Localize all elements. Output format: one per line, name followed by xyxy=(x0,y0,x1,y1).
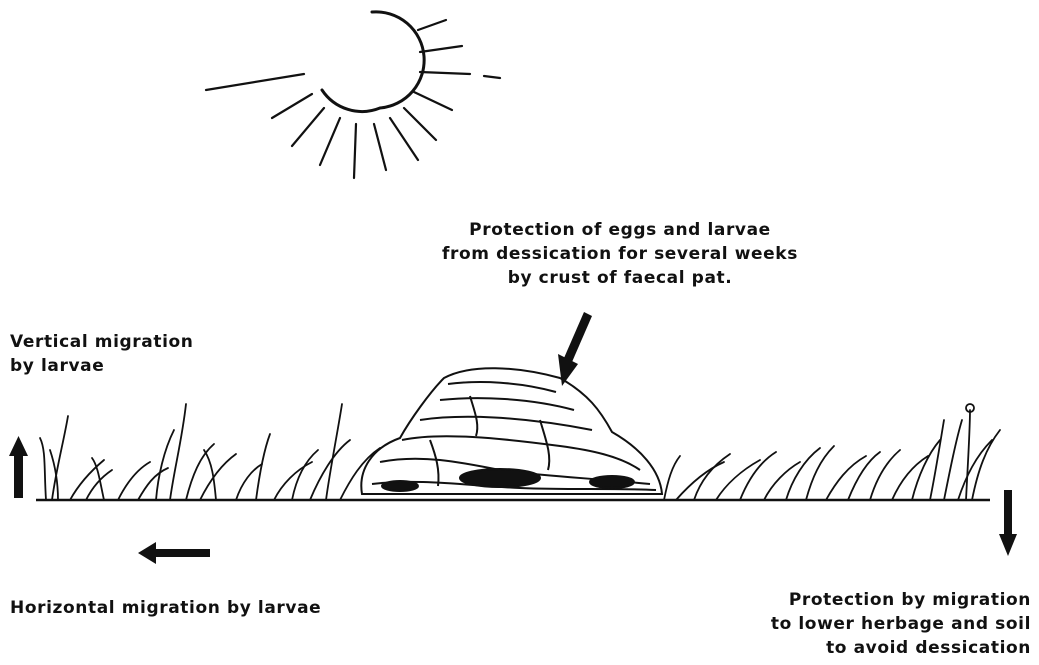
pat-protection-line2: from dessication for several weeks xyxy=(400,242,840,266)
arrow-up-icon xyxy=(9,436,28,498)
vertical-migration-label: Vertical migration by larvae xyxy=(10,330,194,378)
arrow-left-icon xyxy=(138,542,210,564)
vertical-migration-line1: Vertical migration xyxy=(10,330,194,354)
sun-icon xyxy=(206,12,500,178)
pat-protection-label: Protection of eggs and larvae from dessi… xyxy=(400,218,840,290)
faecal-pat-icon xyxy=(361,368,662,494)
soil-protection-label: Protection by migration to lower herbage… xyxy=(771,588,1031,660)
soil-protection-line1: Protection by migration xyxy=(771,588,1031,612)
soil-protection-line3: to avoid dessication xyxy=(771,636,1031,660)
arrow-down-left-icon xyxy=(558,312,592,386)
soil-protection-line2: to lower herbage and soil xyxy=(771,612,1031,636)
pat-protection-line1: Protection of eggs and larvae xyxy=(400,218,840,242)
horizontal-migration-label: Horizontal migration by larvae xyxy=(10,596,321,620)
arrow-down-icon xyxy=(999,490,1017,556)
vertical-migration-line2: by larvae xyxy=(10,354,194,378)
pat-protection-line3: by crust of faecal pat. xyxy=(400,266,840,290)
horizontal-migration-line1: Horizontal migration by larvae xyxy=(10,596,321,620)
